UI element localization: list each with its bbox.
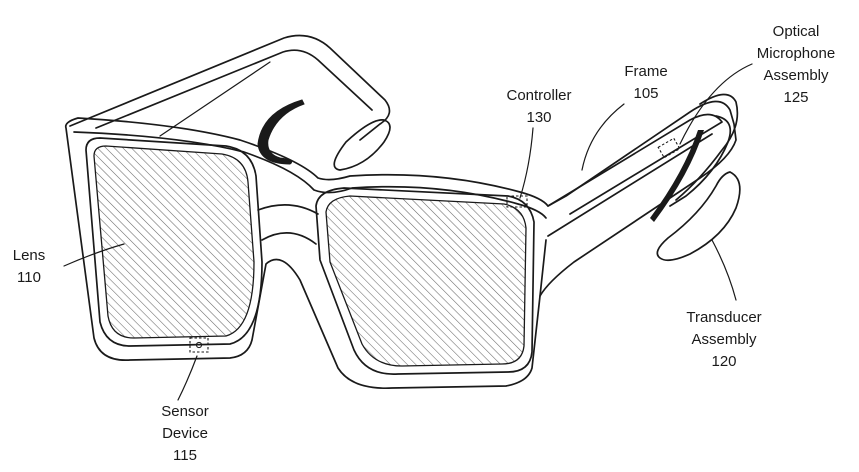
svg-text:Optical: Optical <box>773 23 820 40</box>
lens-left <box>93 145 255 339</box>
svg-text:Controller: Controller <box>506 87 571 104</box>
svg-text:Device: Device <box>162 425 208 442</box>
sensor-device-box <box>189 337 209 353</box>
label-sensor-device: Sensor Device 115 <box>161 403 209 464</box>
label-optical-microphone-assembly: Optical Microphone Assembly 125 <box>757 23 835 106</box>
svg-text:125: 125 <box>783 89 808 106</box>
svg-text:Assembly: Assembly <box>763 67 829 84</box>
frame-front <box>64 93 739 389</box>
label-controller: Controller 130 <box>506 87 571 126</box>
back-earpiece <box>257 99 305 165</box>
optical-mic-box <box>657 137 681 159</box>
svg-text:Transducer: Transducer <box>686 309 761 326</box>
transducer-assembly <box>650 130 741 262</box>
svg-text:Frame: Frame <box>624 63 667 80</box>
label-lens: Lens 110 <box>13 247 46 286</box>
back-temple-arm <box>69 34 391 171</box>
label-frame: Frame 105 <box>624 63 667 102</box>
svg-text:Lens: Lens <box>13 247 46 264</box>
svg-text:105: 105 <box>633 85 658 102</box>
svg-text:115: 115 <box>173 447 197 464</box>
svg-text:Assembly: Assembly <box>691 331 757 348</box>
lens-right <box>325 195 527 367</box>
label-transducer-assembly: Transducer Assembly 120 <box>686 309 761 370</box>
svg-text:120: 120 <box>711 353 736 370</box>
controller-box <box>506 195 528 208</box>
leader-lines <box>63 63 753 401</box>
svg-text:110: 110 <box>17 269 41 286</box>
svg-text:Microphone: Microphone <box>757 45 835 62</box>
svg-text:130: 130 <box>526 109 551 126</box>
svg-text:Sensor: Sensor <box>161 403 209 420</box>
